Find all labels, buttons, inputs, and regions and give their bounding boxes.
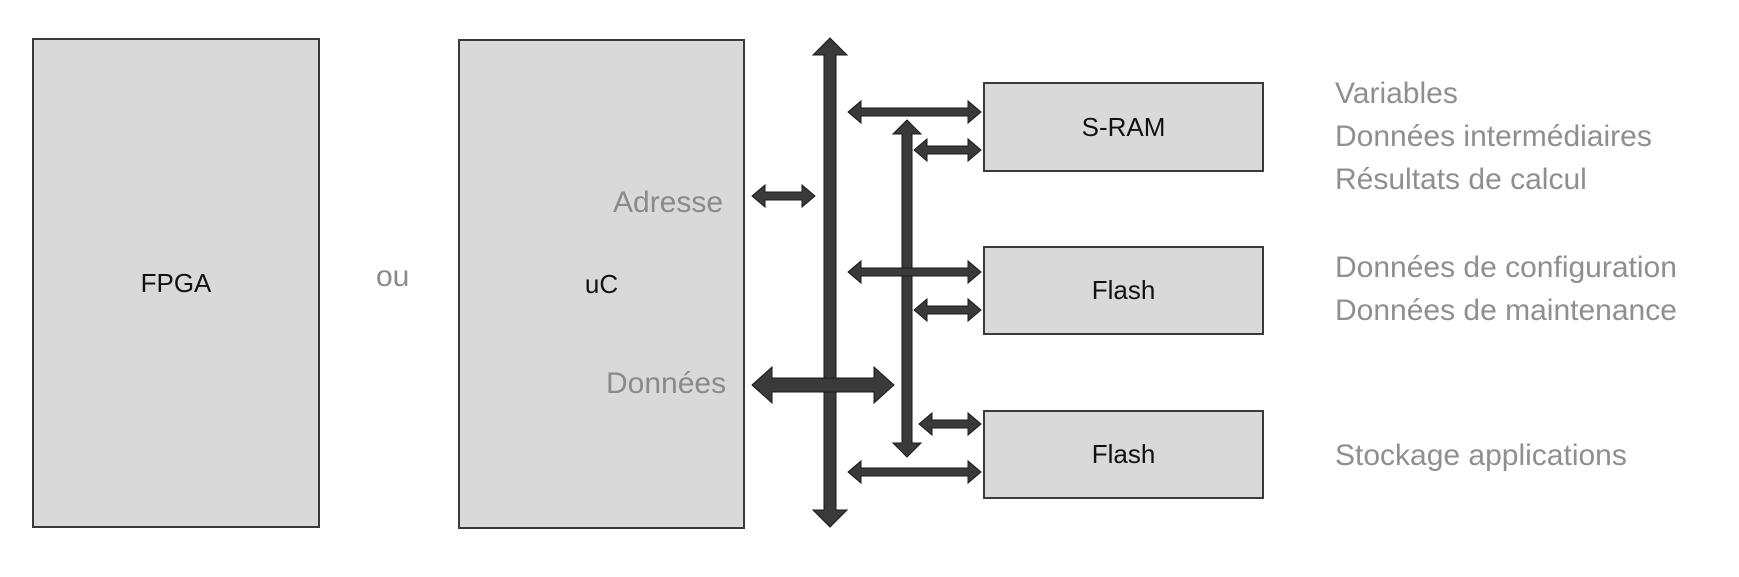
sram-data-arrow [913,137,982,163]
flash-config-block: Flash [983,246,1264,335]
flash-config-label: Flash [1091,275,1156,305]
sram-label: S-RAM [1081,111,1166,142]
flash-config-notes: Données de configuration Données de main… [1335,246,1677,332]
note-line: Variables [1335,77,1458,110]
flash-config-address-arrow [847,259,982,285]
data-label: Données [606,367,727,400]
data-link-arrow [751,365,895,405]
flash-config-data-arrow [913,297,982,323]
sram-block: S-RAM [983,82,1264,172]
address-link-arrow [751,183,816,209]
flash-app-block: Flash [983,410,1264,499]
note-line: Données de maintenance [1335,294,1677,327]
flash-app-label: Flash [1091,439,1156,469]
note-line: Données de configuration [1335,251,1677,284]
flash-app-notes: Stockage applications [1335,434,1627,477]
sram-address-arrow [847,99,982,125]
fpga-label: FPGA [140,267,212,298]
note-line: Résultats de calcul [1335,163,1587,196]
or-label: ou [376,260,410,293]
address-bus-arrow [811,37,849,528]
flash-app-address-arrow [847,459,982,485]
note-line: Données intermédiaires [1335,120,1652,153]
data-bus-arrow [891,119,923,458]
fpga-block: FPGA [32,38,320,528]
uc-label: uC [584,268,619,299]
sram-notes: Variables Données intermédiaires Résulta… [1335,72,1652,201]
flash-app-data-arrow [918,411,982,437]
address-label: Adresse [613,186,724,219]
note-line: Stockage applications [1335,439,1627,472]
uc-block: uC [458,39,745,529]
